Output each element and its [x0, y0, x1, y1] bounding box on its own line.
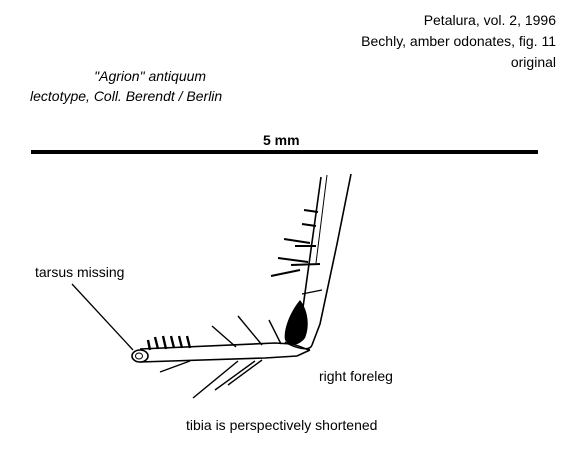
source-figure: Bechly, amber odonates, fig. 11: [361, 33, 556, 49]
tibia: [139, 342, 311, 363]
tibia-tip-inner: [135, 352, 143, 360]
tibia-tip: [131, 349, 149, 363]
femur-spines: [270, 209, 323, 295]
tarsus-leader-line: [71, 283, 134, 351]
source-journal: Petalura, vol. 2, 1996: [423, 12, 556, 28]
knee-joint: [284, 300, 308, 345]
label-tibia-shortened: tibia is perspectively shortened: [186, 417, 378, 433]
specimen-type: lectotype, Coll. Berendt / Berlin: [30, 88, 223, 104]
tibia-lower-spines: [159, 359, 263, 399]
femur: [300, 173, 352, 346]
scale-label: 5 mm: [263, 132, 300, 148]
specimen-info: "Agrion" antiquum lectotype, Coll. Beren…: [30, 66, 222, 106]
source-reference: Petalura, vol. 2, 1996 Bechly, amber odo…: [361, 10, 556, 73]
source-status: original: [510, 54, 556, 70]
tibia-comb-spines: [146, 335, 192, 351]
specimen-name: "Agrion" antiquum: [94, 68, 207, 84]
label-right-foreleg: right foreleg: [319, 368, 393, 384]
label-tarsus-missing: tarsus missing: [35, 264, 125, 280]
tibia-upper-spines: [211, 315, 282, 348]
